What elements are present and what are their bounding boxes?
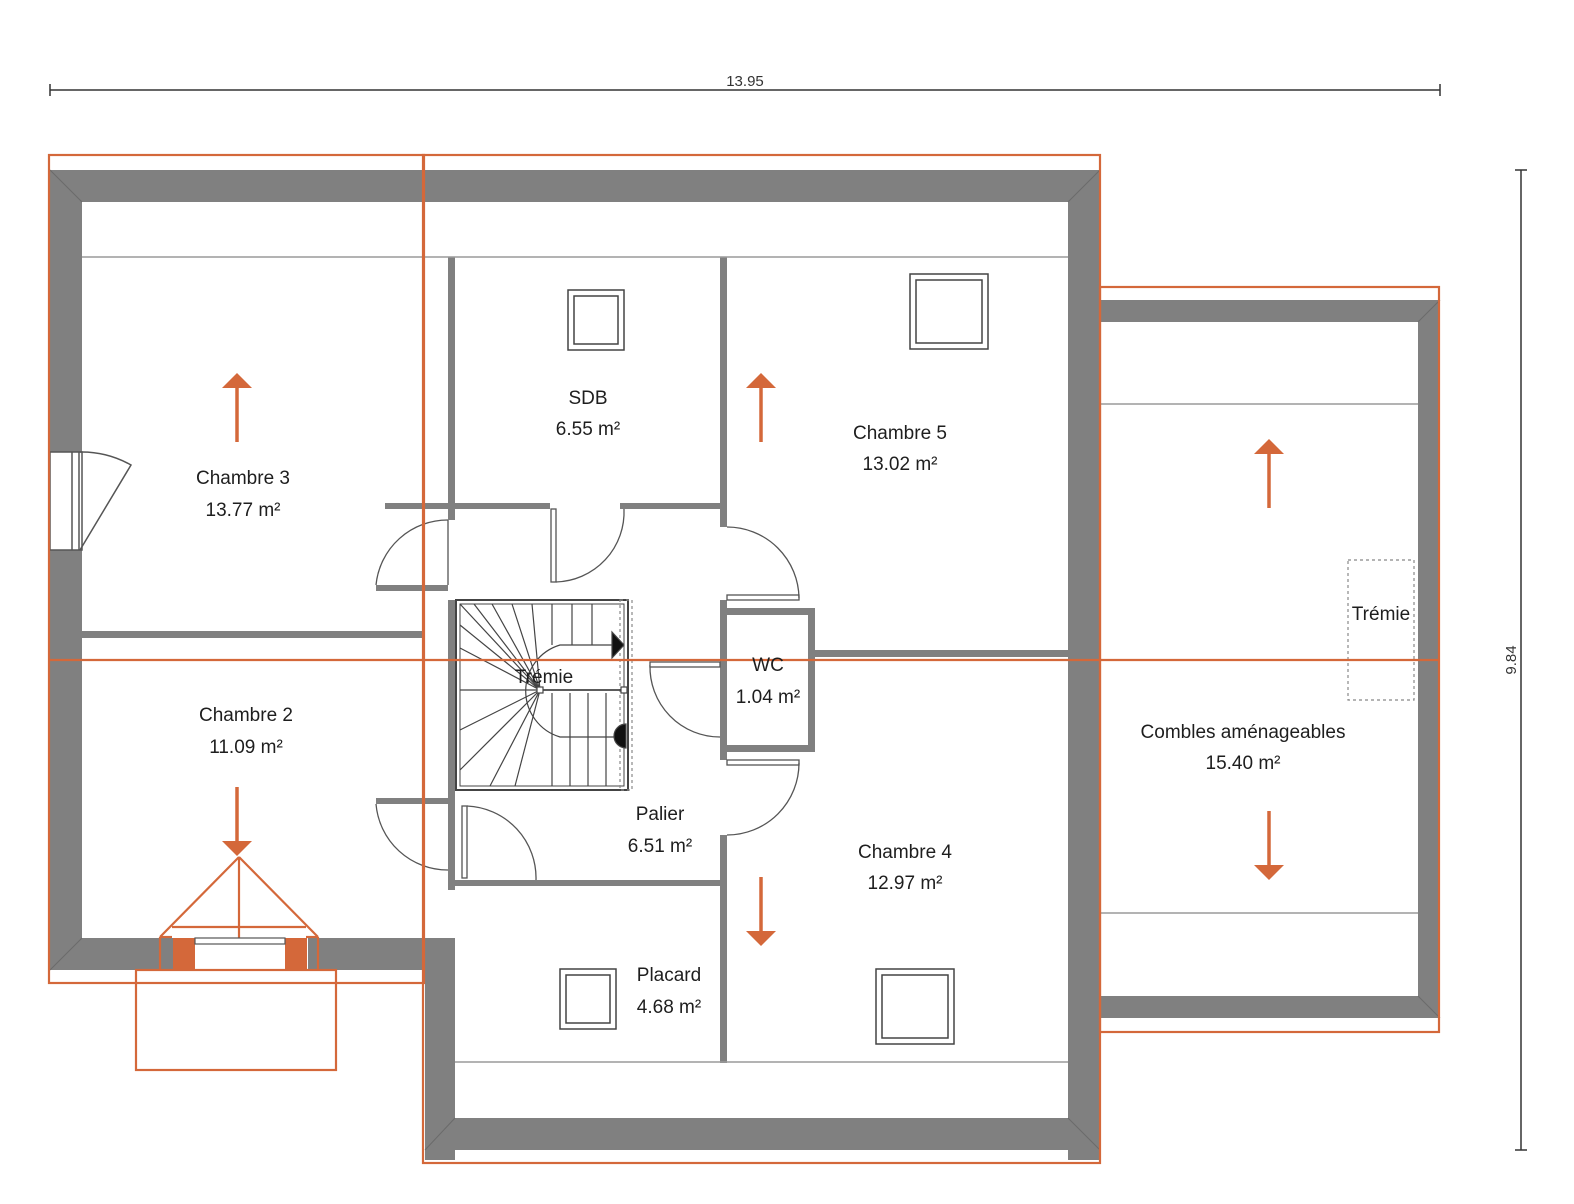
room-name: Combles aménageables [1141,722,1346,743]
attic-tremie-outline [1347,559,1415,701]
height-dimension [1515,169,1527,1151]
slope-arrow-up-chambre-5 [746,373,776,442]
slope-arrow-down-combles [1254,811,1284,880]
width-dimension-label: 13.95 [726,73,764,90]
height-dimension-label: 9.84 [1503,645,1520,674]
dormer-window [194,937,286,945]
room-chambre-3: Chambre 3 13.77 m² [196,468,290,521]
room-area: 6.51 m² [628,836,692,857]
slope-arrow-down-chambre-4 [746,877,776,946]
orange-outlines [47,153,1441,1165]
slope-arrow-down-chambre-2 [222,787,252,856]
staircase [455,599,633,791]
window-chambre-3 [49,451,133,551]
room-name: Chambre 2 [199,705,293,726]
room-placard: Placard 4.68 m² [637,965,701,1018]
slope-arrows [222,373,1284,946]
room-area: 4.68 m² [637,997,701,1018]
room-name: Placard [637,965,701,986]
skylights [559,273,989,1045]
room-area: 1.04 m² [736,687,800,708]
room-name: Chambre 5 [853,423,947,444]
tremie-attic-label: Trémie [1352,604,1410,625]
room-name: Chambre 4 [858,842,952,863]
room-combles: Combles aménageables 15.40 m² [1141,722,1346,774]
room-palier: Palier 6.51 m² [628,804,692,857]
width-dimension [49,84,1441,96]
room-name: Palier [636,804,685,825]
room-area: 13.77 m² [206,500,281,521]
dormer-posts [173,938,307,970]
doors [375,508,800,881]
room-area: 13.02 m² [863,454,938,475]
room-sdb: SDB 6.55 m² [556,388,620,440]
room-name: WC [752,655,784,676]
room-area: 12.97 m² [868,873,943,894]
room-area: 11.09 m² [209,737,283,758]
tremie-stair-label: Trémie [515,667,573,688]
room-name: Chambre 3 [196,468,290,489]
room-name: SDB [568,388,607,409]
slope-arrow-up-chambre-3 [222,373,252,442]
interior-walls [82,257,1068,1063]
room-wc: WC 1.04 m² [736,655,800,708]
slope-arrow-up-combles [1254,439,1284,508]
room-area: 15.40 m² [1206,753,1281,774]
exterior-walls [50,170,1440,1160]
room-area: 6.55 m² [556,419,620,440]
room-chambre-4: Chambre 4 12.97 m² [858,842,952,894]
room-chambre-2: Chambre 2 11.09 m² [199,705,293,758]
room-chambre-5: Chambre 5 13.02 m² [853,423,947,475]
